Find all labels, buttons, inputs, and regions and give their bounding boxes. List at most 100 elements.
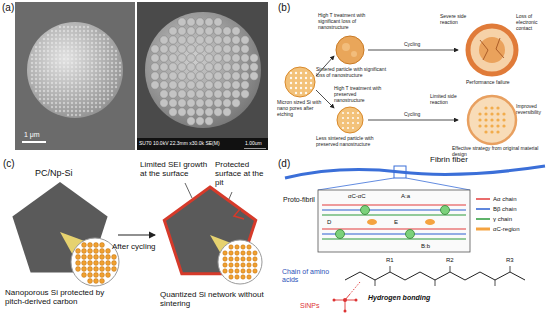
sem-image-left-part-part (63, 54, 65, 56)
sem-image-left-part-part (67, 70, 69, 72)
sem-image-left-part-part (99, 34, 101, 36)
sem-image-left-part-part (79, 114, 81, 116)
particle-schematic-part (468, 26, 516, 74)
pentagon-schematic-part-part (100, 279, 105, 284)
particle-schematic-part-part (357, 122, 359, 124)
particle-schematic-part-part (305, 77, 307, 79)
sem-image-left-part-part (99, 50, 101, 52)
sem-image-left-part-part (103, 70, 105, 72)
sem-image-right-part-part (205, 81, 213, 89)
sem-image-left-part-part (43, 82, 45, 84)
sem-image-left-part-part (91, 46, 93, 48)
pentagon-schematic-part (185, 183, 192, 198)
sem-image-left-part-part (59, 46, 61, 48)
sem-image-left-part-part (59, 62, 61, 64)
sem-image-left-part (31, 26, 121, 116)
sem-image-left-part-part (75, 66, 77, 68)
legend-text: γ chain (493, 216, 512, 223)
sem-image-left-part-part (87, 30, 89, 32)
sem-image-left-part-part (75, 50, 77, 52)
pentagon-schematic-part-part (229, 269, 233, 273)
sem-image-left-part-part (79, 30, 81, 32)
sem-image-left-part-part (75, 70, 77, 72)
part-label: SiNPs (300, 302, 319, 310)
sem-image-left-part-part (67, 90, 69, 92)
sem-image-left-part-part (55, 86, 57, 88)
sem-image-left-part-part (95, 106, 97, 108)
sem-image-right-part-part (178, 81, 186, 89)
sem-image-right-part-part (169, 54, 177, 62)
sem-image-right-part-part (187, 36, 195, 44)
sem-image-left-part-part (63, 42, 65, 44)
sem-image-left-part-part (43, 54, 45, 56)
sem-image-left-part-part (67, 94, 69, 96)
pentagon-schematic-part-part (100, 261, 105, 266)
sem-image-right-part-part (151, 54, 159, 62)
panel-label: (a) (2, 2, 14, 14)
sem-image-left-part-part (87, 58, 89, 60)
sem-image-left-part-part (63, 102, 65, 104)
sem-image-left-part-part (79, 42, 81, 44)
sem-image-left-part-part (87, 66, 89, 68)
sem-image-left-part-part (75, 42, 77, 44)
particle-schematic-part-part (300, 77, 302, 79)
pentagon-schematic-part-part (229, 263, 233, 267)
sem-image-left-part-part (87, 106, 89, 108)
particle-schematic-part-part (352, 127, 354, 129)
sem-image-right-part-part (151, 63, 159, 71)
sem-image-left-part-part (43, 70, 45, 72)
sem-image-left-part-part (71, 38, 73, 40)
pentagon-schematic-part-part (241, 263, 245, 267)
scale-label: 1 μm (24, 131, 40, 139)
arrow-label: Cycling (404, 42, 420, 48)
sem-image-left-part-part (79, 86, 81, 88)
sem-image-right-part-part (205, 99, 213, 107)
particle-schematic-part (480, 38, 504, 60)
sem-image-left-part-part (71, 114, 73, 116)
sem-image-left-part-part (79, 54, 81, 56)
pentagon-schematic-part-part (94, 243, 99, 248)
particle-schematic-part-part (290, 77, 292, 79)
sem-image-left-part-part (43, 62, 45, 64)
pentagon-schematic-part (218, 240, 262, 284)
particle-note: Less sintered particle with preserved na… (316, 136, 390, 148)
sem-image-left-part-part (95, 30, 97, 32)
sem-image-left-part-part (83, 38, 85, 40)
sem-image-left-part-part (87, 82, 89, 84)
particle-schematic-part-part (305, 82, 307, 84)
particle-schematic-part-part (352, 112, 354, 114)
particle-schematic-part-part (347, 117, 349, 119)
sem-image-left-part-part (91, 70, 93, 72)
particle-schematic-part-part (496, 112, 499, 115)
particle-note: Improved reversibility (516, 104, 548, 116)
sem-image-left-part-part (51, 58, 53, 60)
particle-schematic-part-part (290, 72, 292, 74)
sem-image-left-part-part (47, 66, 49, 68)
sem-image-left-part-part (51, 106, 53, 108)
particle-schematic-part-part (502, 112, 505, 115)
particle-schematic-part-part (310, 87, 312, 89)
sem-image-left-part-part (55, 102, 57, 104)
sem-image-left-part-part (31, 62, 33, 64)
sem-image-left-part-part (91, 50, 93, 52)
fibrin-schematic-part (435, 280, 436, 286)
particle-schematic-part-part (478, 118, 481, 121)
sem-image-left-part-part (35, 46, 37, 48)
pentagon-schematic-part-part (100, 267, 105, 272)
sem-image-left-part-part (87, 42, 89, 44)
sem-image-left-part-part (91, 62, 93, 64)
sem-image-left-part-part (99, 102, 101, 104)
part-label: Chain of amino acids (282, 268, 340, 284)
sem-image-left-part-part (95, 78, 97, 80)
sem-image-right-part-part (232, 81, 240, 89)
pentagon-schematic-part-part (112, 261, 117, 266)
sem-image-left-part-part (111, 94, 113, 96)
sem-image-left-part-part (99, 54, 101, 56)
fibrin-schematic-part (333, 299, 336, 302)
sem-image-left-part-part (59, 78, 61, 80)
sem-image-right-part-part (178, 18, 186, 26)
sem-image-left-part-part (31, 54, 33, 56)
pentagon-schematic-part-part (247, 275, 251, 279)
sem-image-right-part-part (196, 81, 204, 89)
